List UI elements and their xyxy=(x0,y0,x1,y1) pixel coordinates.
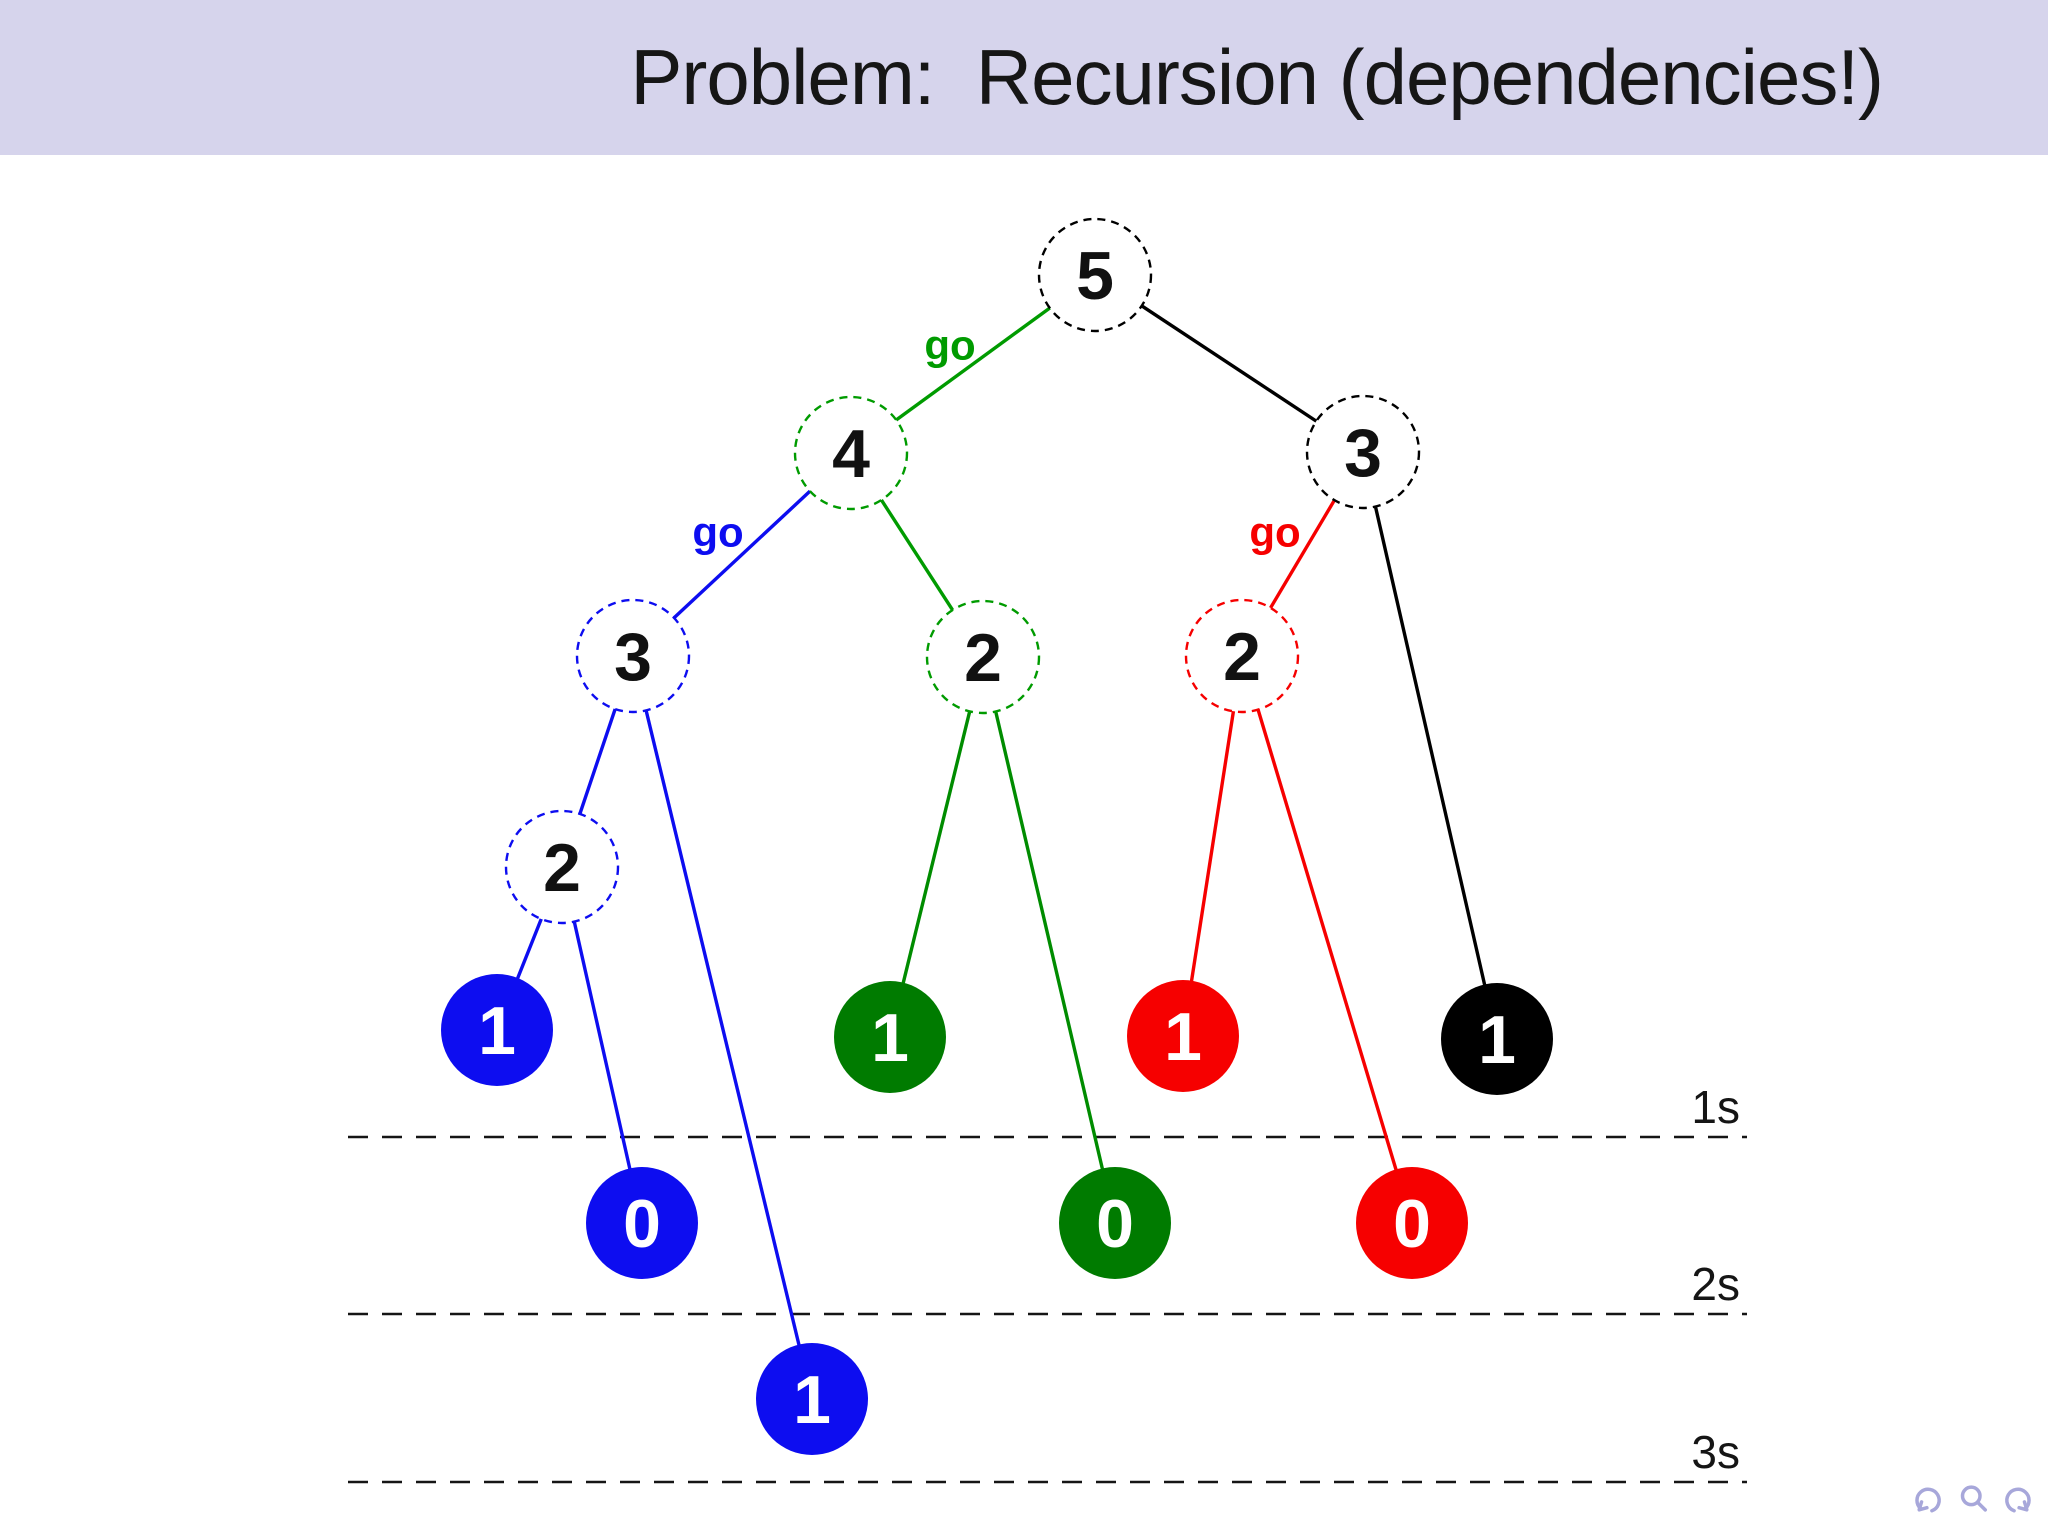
edge-n2r-l0r xyxy=(1255,707,1399,1172)
node-label-l0r: 0 xyxy=(1393,1186,1431,1262)
node-label-n2b: 2 xyxy=(543,830,581,906)
node-label-l1r: 1 xyxy=(1164,999,1202,1075)
node-label-n5: 5 xyxy=(1076,238,1114,314)
node-label-l0b: 0 xyxy=(623,1186,661,1262)
magnifier-icon[interactable] xyxy=(1952,1479,1994,1521)
tree-node-n2b xyxy=(504,809,620,925)
node-label-l1g: 1 xyxy=(871,1000,909,1076)
leaf-node-l1g xyxy=(834,981,946,1093)
edge-label-go-n3r: go xyxy=(1249,509,1300,556)
edge-n2b-l1b xyxy=(515,916,544,981)
slide-title-bar: Problem: Recursion (dependencies!) xyxy=(0,0,2048,155)
tree-node-n5 xyxy=(1037,217,1153,333)
beamer-navigation-bar xyxy=(1908,1476,2040,1524)
leaf-node-l0b xyxy=(586,1167,698,1279)
node-label-n3r: 3 xyxy=(1344,415,1382,491)
tree-node-n2g xyxy=(925,599,1041,715)
edge-n3l-n2b xyxy=(577,706,618,817)
tree-node-n4 xyxy=(793,395,909,511)
node-label-l1b2: 1 xyxy=(793,1362,831,1438)
edge-n5-n4 xyxy=(893,305,1053,423)
slide-title: Problem: Recursion (dependencies!) xyxy=(630,33,1884,121)
leaf-node-l1b xyxy=(441,974,553,1086)
edge-n5-n3r xyxy=(1139,303,1319,424)
redo-icon-shape xyxy=(2005,1487,2031,1513)
undo-icon-shape xyxy=(1917,1500,1929,1512)
edge-n2g-l1g xyxy=(901,709,972,985)
tree-node-n3l xyxy=(575,598,691,714)
edge-n4-n2g xyxy=(878,497,956,613)
leaf-node-l0r xyxy=(1356,1167,1468,1279)
undo-icon[interactable] xyxy=(1908,1479,1950,1521)
edge-n4-n3l xyxy=(671,488,813,621)
tree-node-n2r xyxy=(1184,598,1300,714)
node-label-l1k: 1 xyxy=(1478,1002,1516,1078)
edge-label-go-n5: go xyxy=(924,322,975,369)
edge-n2g-l0g xyxy=(993,709,1105,1171)
node-label-l1b: 1 xyxy=(478,993,516,1069)
tree-node-n3r xyxy=(1305,394,1421,510)
leaf-node-l1b2 xyxy=(756,1343,868,1455)
leaf-node-l1r xyxy=(1127,980,1239,1092)
edge-n2b-l0b xyxy=(572,919,632,1171)
redo-icon[interactable] xyxy=(1996,1479,2038,1521)
node-label-n2g: 2 xyxy=(964,620,1002,696)
node-label-l0g: 0 xyxy=(1096,1186,1134,1262)
timeline-label-1s: 1s xyxy=(1691,1081,1740,1133)
leaf-node-l1k xyxy=(1441,983,1553,1095)
edge-n3r-l1k xyxy=(1373,504,1487,987)
node-label-n4: 4 xyxy=(832,416,870,492)
redo-icon-shape xyxy=(2017,1500,2029,1512)
timeline-label-3s: 3s xyxy=(1691,1426,1740,1478)
magnifier-icon-shape xyxy=(1975,1500,1987,1512)
node-label-n3l: 3 xyxy=(614,619,652,695)
edge-n2r-l1r xyxy=(1189,709,1236,983)
timeline-label-2s: 2s xyxy=(1691,1258,1740,1310)
node-label-n2r: 2 xyxy=(1223,619,1261,695)
edge-n3r-n2r xyxy=(1268,497,1337,611)
edge-label-go-n4: go xyxy=(692,509,743,556)
edge-n3l-l1b2 xyxy=(643,708,802,1347)
undo-icon-shape xyxy=(1915,1487,1941,1513)
leaf-node-l0g xyxy=(1059,1167,1171,1279)
magnifier-icon-shape xyxy=(1960,1485,1982,1507)
